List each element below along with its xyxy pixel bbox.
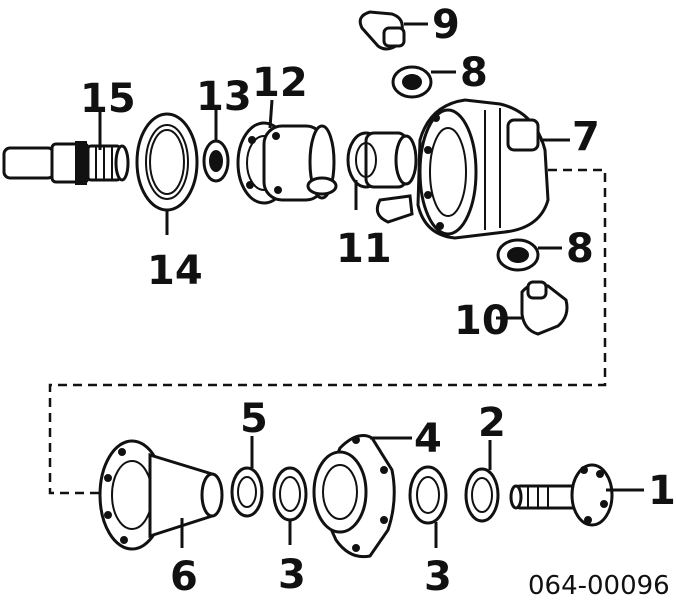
part-8-bushing-upper xyxy=(391,65,433,99)
part-2-seal-cup xyxy=(464,467,500,523)
callout-7: 7 xyxy=(572,114,600,160)
part-7-differential-housing xyxy=(375,98,550,240)
part-10-cap xyxy=(520,280,569,336)
part-code: 064-00096 xyxy=(528,571,670,600)
part-3-bearing-left xyxy=(272,466,308,522)
callout-3-right: 3 xyxy=(424,554,452,600)
part-1-pinion-shaft xyxy=(509,463,614,527)
part-12-flange-yoke xyxy=(236,121,338,205)
callout-8-upper: 8 xyxy=(460,50,488,96)
callout-9: 9 xyxy=(432,2,460,48)
part-14-seal-ring xyxy=(135,112,199,212)
leader-lines xyxy=(98,22,644,548)
callout-5: 5 xyxy=(240,396,268,442)
assembly-connection-line xyxy=(48,168,607,495)
callout-3-left: 3 xyxy=(278,552,306,598)
callout-8-lower: 8 xyxy=(566,226,594,272)
part-13-bearing xyxy=(202,139,230,183)
callout-11: 11 xyxy=(336,226,392,272)
callout-6: 6 xyxy=(170,554,198,600)
part-4-carrier xyxy=(312,434,396,559)
part-5-bearing-race xyxy=(230,466,264,518)
part-6-hub-flange xyxy=(98,439,224,551)
callout-2: 2 xyxy=(478,400,506,446)
callout-4: 4 xyxy=(414,416,442,462)
part-8-bushing-lower xyxy=(496,238,540,272)
callout-1: 1 xyxy=(648,468,676,514)
callout-13: 13 xyxy=(196,74,252,120)
callout-14: 14 xyxy=(147,248,203,294)
part-9-cap xyxy=(358,10,406,51)
callout-15: 15 xyxy=(80,76,136,122)
part-3-bearing-right xyxy=(408,465,448,525)
callout-12: 12 xyxy=(252,60,308,106)
part-11-pinion-gear xyxy=(346,131,418,189)
callout-10: 10 xyxy=(454,298,510,344)
part-15-shaft xyxy=(2,141,130,185)
